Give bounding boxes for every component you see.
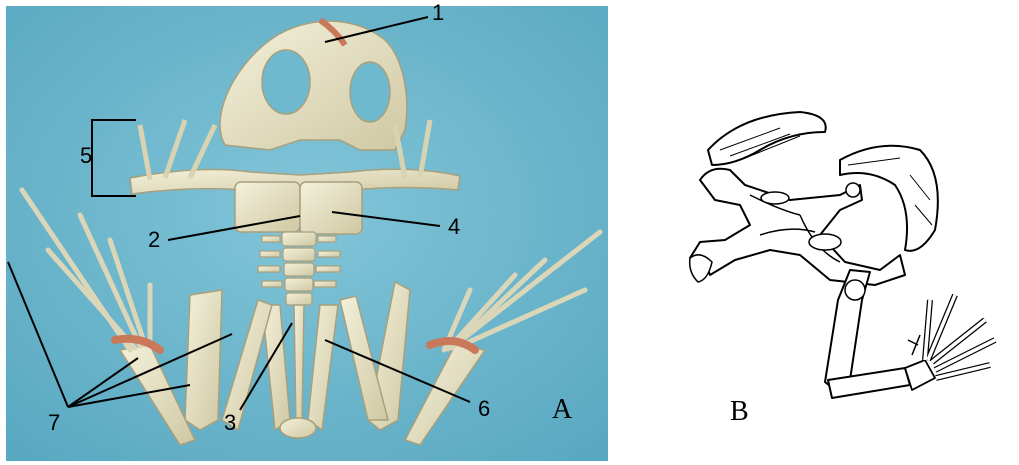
callout-3: 3 bbox=[224, 410, 236, 435]
callout-4: 4 bbox=[448, 214, 460, 239]
panel-b-drawing bbox=[690, 112, 995, 398]
callout-5: 5 bbox=[80, 143, 92, 168]
panel-a-photo: 1 2 3 4 5 6 7 A bbox=[6, 0, 608, 461]
girdle-drawing bbox=[690, 169, 905, 285]
panel-b-letter: B bbox=[730, 396, 749, 427]
callout-7: 7 bbox=[48, 410, 60, 435]
hand-drawing bbox=[905, 295, 995, 390]
suprascapula-left bbox=[235, 182, 300, 232]
callout-2: 2 bbox=[148, 227, 160, 252]
panel-a-letter: A bbox=[552, 394, 573, 425]
suprascapula-plate-left bbox=[708, 112, 826, 165]
callout-6: 6 bbox=[478, 396, 490, 421]
callout-1: 1 bbox=[432, 0, 444, 25]
suprascapula-right bbox=[300, 182, 362, 234]
